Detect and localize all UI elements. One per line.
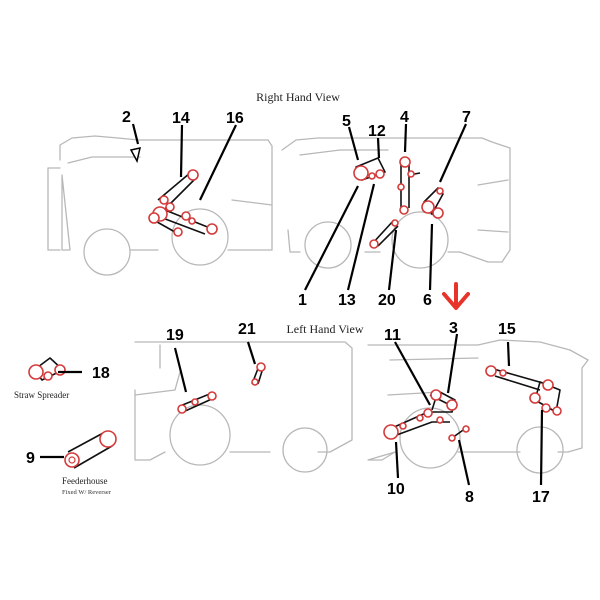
callout-20: 20 xyxy=(378,292,396,309)
pulley xyxy=(159,195,169,205)
combine-outline-left-1 xyxy=(134,341,353,473)
pulley xyxy=(191,398,199,406)
belt-2 xyxy=(129,147,141,164)
pulley xyxy=(187,169,199,181)
feederhouse-caption: Feederhouse xyxy=(62,476,107,486)
pulley xyxy=(54,364,66,376)
pulley xyxy=(399,422,407,430)
pulley xyxy=(499,369,507,377)
pulley xyxy=(407,170,415,178)
belts-5-12-1 xyxy=(353,157,386,181)
pulley xyxy=(391,219,399,227)
pulley xyxy=(165,202,175,212)
pulley xyxy=(256,362,266,372)
belts-10-11-3 xyxy=(383,389,458,440)
callout-16: 16 xyxy=(226,110,244,127)
left-hand-view-title: Left Hand View xyxy=(286,322,363,336)
pulley xyxy=(181,211,191,221)
callout-6: 6 xyxy=(423,292,432,309)
pulley xyxy=(399,156,411,168)
straw-spreader-belt xyxy=(28,357,66,381)
callout-11: 11 xyxy=(384,327,401,344)
callout-21: 21 xyxy=(238,321,256,338)
callout-10: 10 xyxy=(387,481,405,498)
pulley xyxy=(416,414,424,422)
callout-1: 1 xyxy=(298,292,307,309)
feederhouse-belt xyxy=(64,430,117,469)
pulley xyxy=(375,169,385,179)
pulley xyxy=(369,239,379,249)
pulley xyxy=(368,172,376,180)
callout-8: 8 xyxy=(465,489,474,506)
callout-18: 18 xyxy=(92,365,110,382)
pulley xyxy=(206,223,218,235)
pulley xyxy=(397,183,405,191)
pulley xyxy=(28,364,44,380)
combine-outline-left-2 xyxy=(367,339,589,474)
feederhouse-subcaption: Fixed W/ Reverser xyxy=(62,489,112,496)
pulley xyxy=(43,371,53,381)
belts-7-6 xyxy=(421,187,444,219)
pulley xyxy=(542,379,554,391)
belt-21 xyxy=(251,362,266,386)
belt-19 xyxy=(177,391,217,414)
callout-15: 15 xyxy=(498,321,516,338)
pulley xyxy=(446,399,458,411)
callout-3: 3 xyxy=(449,320,458,337)
pulley xyxy=(436,416,444,424)
pulley xyxy=(436,187,444,195)
pulley xyxy=(353,165,369,181)
straw-spreader-caption: Straw Spreader xyxy=(14,390,69,400)
belt-4 xyxy=(397,156,421,215)
callout-19: 19 xyxy=(166,327,184,344)
pulley xyxy=(99,430,117,448)
pulley xyxy=(251,378,259,386)
callout-9: 9 xyxy=(26,450,35,467)
pulley xyxy=(148,212,160,224)
callout-13: 13 xyxy=(338,292,356,309)
combine-outline-right-1 xyxy=(47,135,273,276)
belts-15-17 xyxy=(485,365,562,416)
callout-17: 17 xyxy=(532,489,550,506)
callout-leaders xyxy=(40,123,544,486)
pulley xyxy=(173,227,183,237)
pulley xyxy=(207,391,217,401)
combine-outline-right-2 xyxy=(281,137,511,269)
pulley xyxy=(552,406,562,416)
belt-8 xyxy=(448,425,470,442)
pulley xyxy=(430,389,442,401)
pulley xyxy=(423,408,433,418)
callout-7: 7 xyxy=(462,109,471,126)
pulley xyxy=(383,424,399,440)
pulley xyxy=(448,434,456,442)
pulley xyxy=(462,425,470,433)
pulley xyxy=(399,205,409,215)
pulley xyxy=(177,404,187,414)
callout-numbers: 1 2 3 4 5 6 7 8 9 10 11 12 13 14 15 16 1… xyxy=(26,109,550,506)
pulley xyxy=(432,207,444,219)
callout-12: 12 xyxy=(368,123,386,140)
callout-5: 5 xyxy=(342,113,351,130)
pulley xyxy=(529,392,541,404)
pulley xyxy=(188,217,196,225)
belt-20 xyxy=(369,219,399,249)
pulley xyxy=(541,403,551,413)
red-down-arrow-icon xyxy=(442,282,470,310)
pulley xyxy=(485,365,497,377)
pulley xyxy=(421,200,435,214)
right-hand-view-title: Right Hand View xyxy=(256,90,340,104)
callout-2: 2 xyxy=(122,109,131,126)
belts-14-16 xyxy=(148,169,218,237)
callout-14: 14 xyxy=(172,110,190,127)
callout-4: 4 xyxy=(400,109,409,126)
